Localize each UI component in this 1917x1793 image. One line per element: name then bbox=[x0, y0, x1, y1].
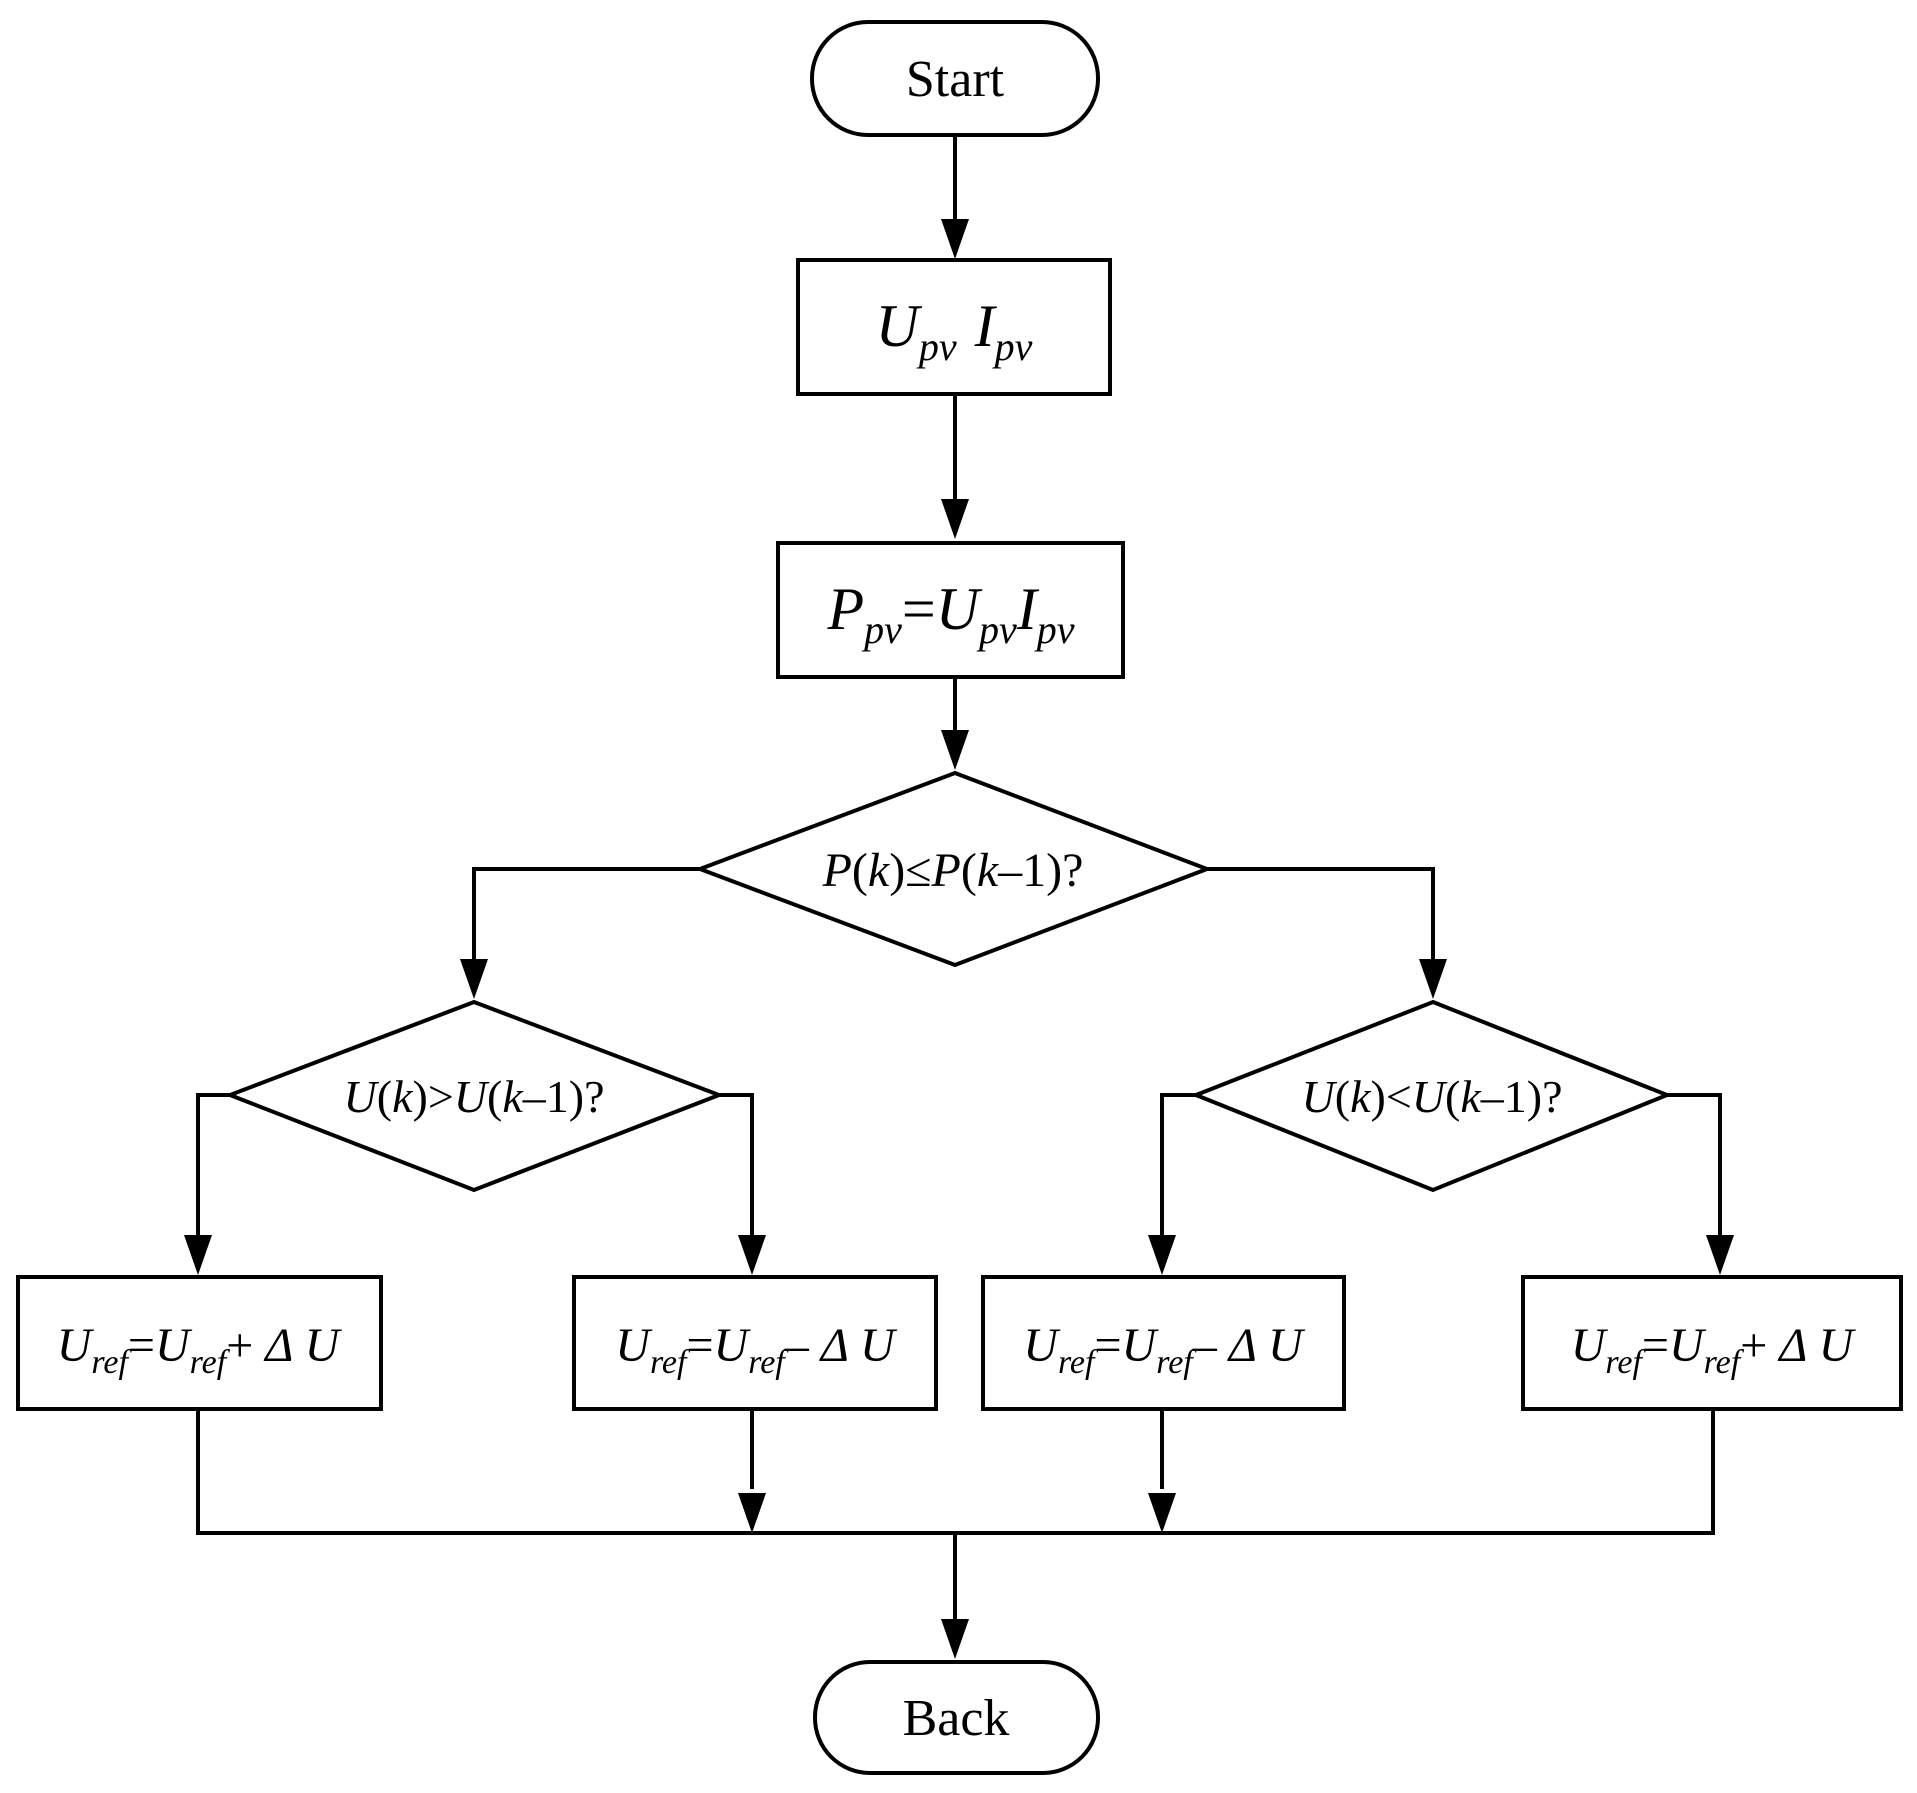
merge-line-update-4 bbox=[752, 1409, 1715, 1535]
decision-power: P(k)≤P(k–1)? bbox=[694, 770, 1213, 968]
arrowhead-power-to-decision bbox=[941, 730, 969, 770]
arrow-left-decision-to-update-1 bbox=[196, 1093, 230, 1241]
start-label: Start bbox=[906, 51, 1005, 108]
decision-left: U(k)>U(k–1)? bbox=[224, 999, 725, 1193]
arrowhead-right-branch bbox=[1419, 959, 1447, 999]
arrow-decision-to-right-branch bbox=[1207, 867, 1435, 965]
update-box-4: Uref=Uref+ Δ U bbox=[1521, 1275, 1903, 1411]
arrowhead-left-branch bbox=[460, 959, 488, 999]
back-label: Back bbox=[903, 1690, 1010, 1747]
decision-right-label: U(k)<U(k–1)? bbox=[1302, 1071, 1563, 1122]
connectors bbox=[184, 137, 1734, 1659]
back-terminal: Back bbox=[813, 1660, 1100, 1775]
update-box-1: Uref=Uref+ Δ U bbox=[16, 1275, 383, 1411]
arrowhead-start-to-measure bbox=[941, 219, 969, 259]
power-box: Ppv=UpvIpv bbox=[776, 541, 1125, 679]
update-2-label: Uref=Uref– Δ U bbox=[615, 1319, 898, 1381]
arrow-right-decision-to-update-3 bbox=[1160, 1093, 1196, 1241]
arrowhead-merge-update-3 bbox=[1148, 1493, 1176, 1533]
update-box-3: Uref=Uref– Δ U bbox=[981, 1275, 1346, 1411]
arrowhead-update-1 bbox=[184, 1235, 212, 1275]
merge-line-update-1 bbox=[196, 1409, 752, 1535]
arrowhead-merge-update-2 bbox=[738, 1493, 766, 1533]
decision-left-label: U(k)>U(k–1)? bbox=[344, 1071, 605, 1122]
update-3-label: Uref=Uref– Δ U bbox=[1023, 1319, 1306, 1381]
power-label: Ppv=UpvIpv bbox=[826, 576, 1074, 652]
decision-power-label: P(k)≤P(k–1)? bbox=[822, 844, 1084, 897]
arrow-right-decision-to-update-4 bbox=[1667, 1093, 1722, 1241]
arrowhead-update-4 bbox=[1706, 1235, 1734, 1275]
arrowhead-update-2 bbox=[738, 1235, 766, 1275]
arrow-decision-to-left-branch bbox=[472, 867, 700, 965]
update-4-label: Uref=Uref+ Δ U bbox=[1571, 1319, 1857, 1381]
arrowhead-measure-to-power bbox=[941, 499, 969, 539]
arrowhead-update-3 bbox=[1148, 1235, 1176, 1275]
update-1-label: Uref=Uref+ Δ U bbox=[57, 1319, 343, 1381]
decision-right: U(k)<U(k–1)? bbox=[1190, 999, 1673, 1193]
arrowhead-back bbox=[941, 1619, 969, 1659]
arrow-left-decision-to-update-2 bbox=[719, 1093, 754, 1241]
start-terminal: Start bbox=[810, 20, 1100, 137]
update-box-2: Uref=Uref– Δ U bbox=[572, 1275, 938, 1411]
